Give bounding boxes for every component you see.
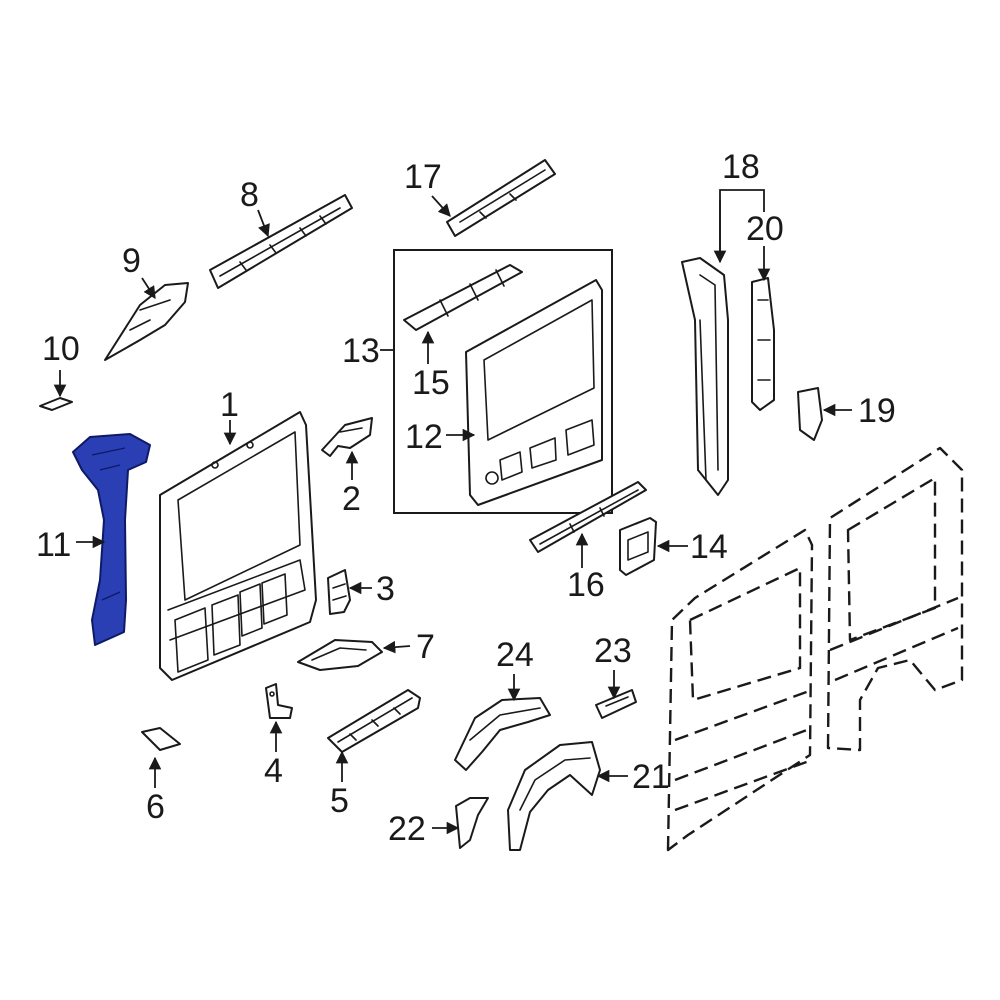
part-1-side-panel[interactable] bbox=[159, 411, 317, 681]
callout-5: 5 bbox=[330, 782, 349, 820]
part-7-floor-bracket[interactable] bbox=[297, 639, 383, 671]
callout-4: 4 bbox=[264, 752, 283, 790]
callout-2: 2 bbox=[342, 480, 361, 518]
part-11-pillar-highlighted[interactable] bbox=[72, 433, 151, 646]
part-9-corner-bracket[interactable] bbox=[104, 282, 189, 361]
callout-1: 1 bbox=[220, 386, 239, 424]
part-12-rear-panel[interactable] bbox=[465, 279, 603, 506]
part-24-wheelhouse-inner[interactable] bbox=[454, 697, 551, 771]
callout-21: 21 bbox=[632, 758, 670, 796]
part-3-bracket[interactable] bbox=[327, 569, 351, 615]
part-17-roof-rail[interactable] bbox=[446, 159, 556, 237]
callout-7: 7 bbox=[416, 628, 435, 666]
callout-18: 18 bbox=[722, 148, 760, 186]
callout-16: 16 bbox=[567, 566, 605, 604]
part-5-rail[interactable] bbox=[327, 689, 421, 753]
callout-22: 22 bbox=[388, 810, 426, 848]
part-14-bracket[interactable] bbox=[619, 517, 657, 576]
part-18-pillar[interactable] bbox=[681, 257, 729, 496]
callout-3: 3 bbox=[376, 570, 395, 608]
group-13-box bbox=[393, 249, 613, 514]
callout-15: 15 bbox=[412, 364, 450, 402]
callout-13: 13 bbox=[342, 332, 380, 370]
callout-10: 10 bbox=[42, 330, 80, 368]
callout-14: 14 bbox=[690, 528, 728, 566]
part-20-pillar[interactable] bbox=[751, 277, 775, 411]
part-8-upper-rail[interactable] bbox=[209, 194, 353, 289]
callout-9: 9 bbox=[122, 242, 141, 280]
part-2-bracket[interactable] bbox=[321, 417, 373, 457]
callout-19: 19 bbox=[858, 392, 896, 430]
part-23-bracket[interactable] bbox=[595, 689, 637, 719]
part-19-bracket[interactable] bbox=[797, 387, 823, 441]
leader-lines bbox=[53, 189, 852, 835]
callout-17: 17 bbox=[404, 158, 442, 196]
callout-24: 24 bbox=[496, 636, 534, 674]
part-16-sill[interactable] bbox=[529, 481, 647, 553]
part-21-wheelhouse[interactable] bbox=[507, 741, 601, 851]
van-body-outline bbox=[666, 446, 964, 852]
callout-11: 11 bbox=[36, 526, 71, 564]
callout-labels: 1 2 3 4 5 6 7 8 9 10 11 12 13 14 15 16 1… bbox=[36, 148, 896, 848]
callout-6: 6 bbox=[146, 788, 165, 826]
part-22-bracket[interactable] bbox=[455, 797, 489, 849]
callout-12: 12 bbox=[405, 418, 443, 456]
part-15-header-rail[interactable] bbox=[403, 264, 523, 331]
callout-8: 8 bbox=[240, 176, 259, 214]
callout-23: 23 bbox=[594, 632, 632, 670]
part-6-plate[interactable] bbox=[141, 727, 181, 751]
part-10-clip[interactable] bbox=[39, 397, 73, 411]
callout-20: 20 bbox=[746, 210, 784, 248]
part-4-bracket[interactable] bbox=[265, 683, 293, 719]
